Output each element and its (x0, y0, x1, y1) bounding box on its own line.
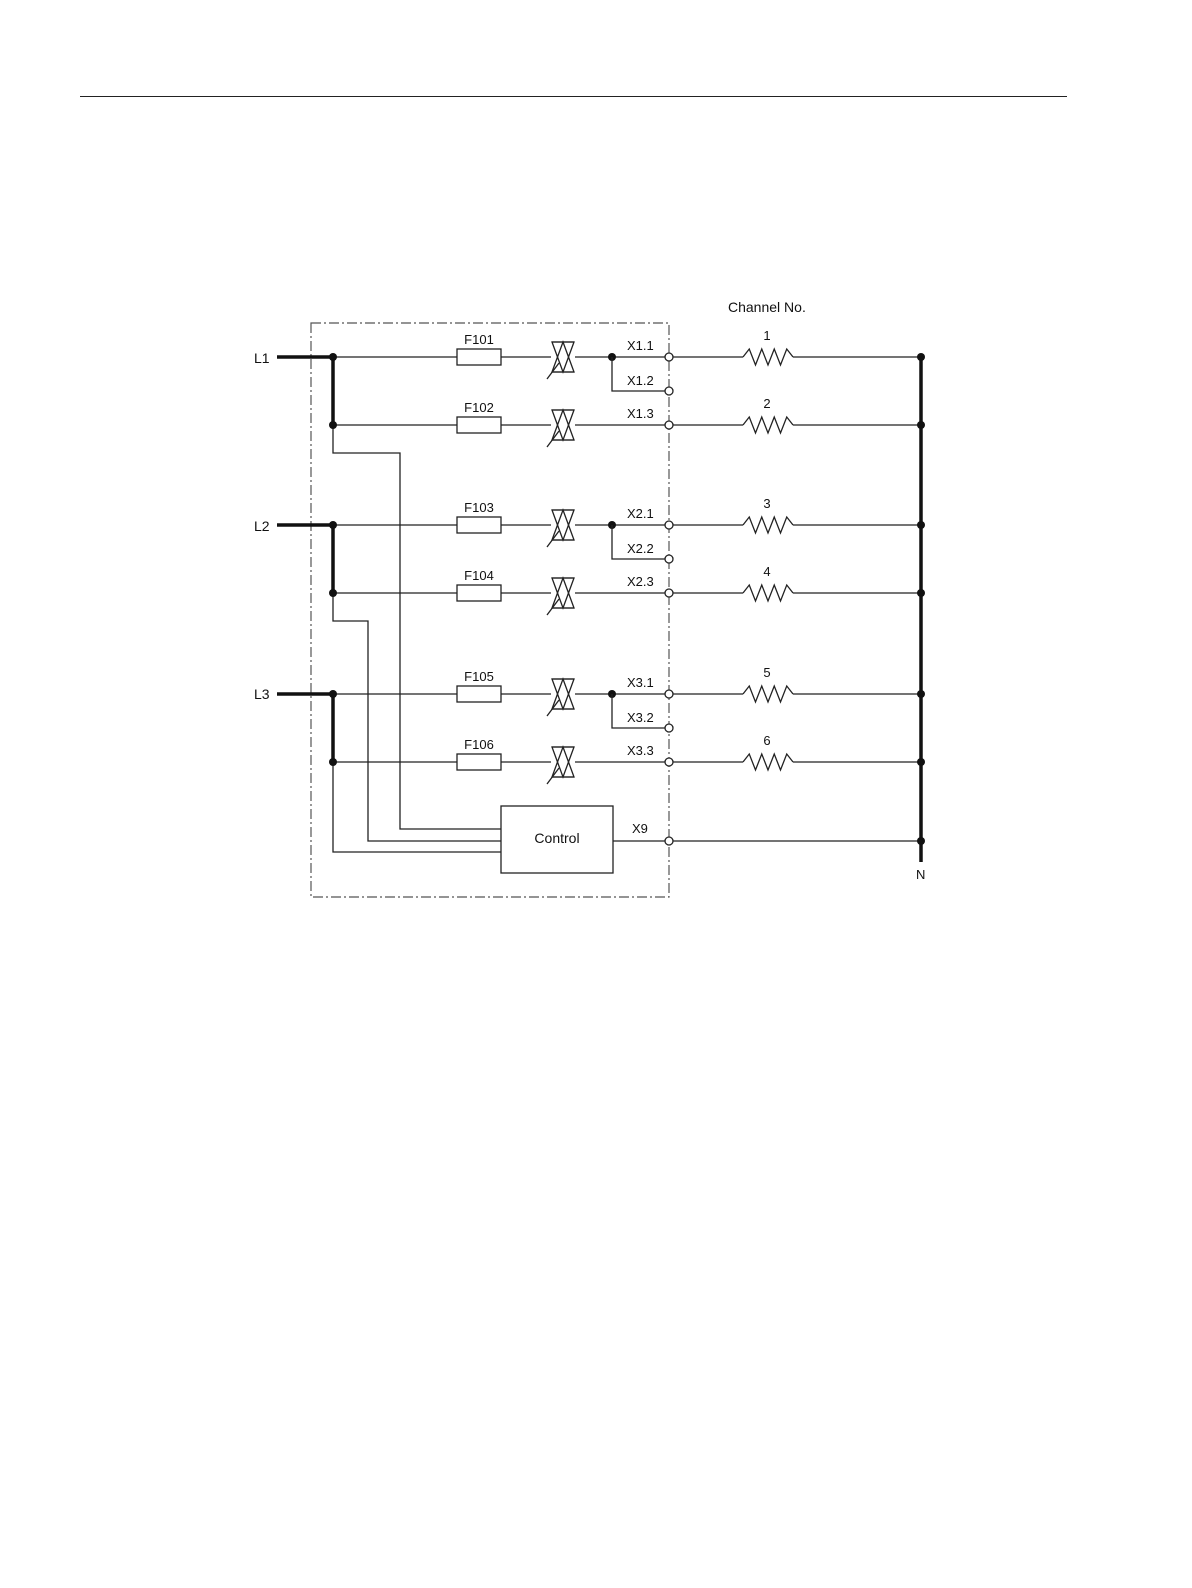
channel-row: F106 X3.3 6 (329, 733, 925, 784)
channel-number: 3 (763, 496, 770, 511)
junction-dot (329, 353, 337, 361)
channel-number: 4 (763, 564, 770, 579)
control-label: Control (534, 830, 579, 846)
terminal-label: X1.3 (627, 406, 654, 421)
supply-L2: L2 (254, 518, 333, 593)
terminal-icon (665, 353, 673, 361)
control-feed-wires (333, 425, 501, 852)
control-unit: Control X9 (501, 806, 925, 873)
junction-dot (329, 690, 337, 698)
supply-L1: L1 (254, 350, 333, 425)
fuse-label: F104 (464, 568, 494, 583)
terminal-icon (665, 758, 673, 766)
terminal-label: X2.3 (627, 574, 654, 589)
extra-terminal-label: X1.2 (627, 373, 654, 388)
channel-number: 5 (763, 665, 770, 680)
channel-row: F103 X2.1X2.2 3 (329, 496, 925, 563)
fuse-label: F102 (464, 400, 494, 415)
channel-header: Channel No. (728, 299, 806, 315)
neutral-junction-dot (917, 353, 925, 361)
terminal-x9 (665, 837, 673, 845)
channel-number: 2 (763, 396, 770, 411)
terminal-label: X1.1 (627, 338, 654, 353)
neutral-junction-dot (917, 589, 925, 597)
neutral-junction-dot (917, 758, 925, 766)
terminal-icon (665, 521, 673, 529)
terminal-icon (665, 555, 673, 563)
terminal-icon (665, 387, 673, 395)
supply-label: L2 (254, 518, 270, 534)
channel-number: 1 (763, 328, 770, 343)
junction-dot (329, 758, 337, 766)
terminal-label: X2.1 (627, 506, 654, 521)
terminal-icon (665, 724, 673, 732)
supply-label: L1 (254, 350, 270, 366)
channel-row: F102 X1.3 2 (329, 396, 925, 447)
fuse-label: F103 (464, 500, 494, 515)
fuse-label: F105 (464, 669, 494, 684)
channel-row: F104 X2.3 4 (329, 564, 925, 615)
fuse-icon (457, 349, 501, 365)
fuse-icon (457, 417, 501, 433)
extra-terminal-label: X3.2 (627, 710, 654, 725)
junction-dot (329, 589, 337, 597)
fuse-icon (457, 754, 501, 770)
thyristor-icon (547, 747, 575, 784)
supply-label: L3 (254, 686, 270, 702)
channel-number: 6 (763, 733, 770, 748)
junction-dot (329, 521, 337, 529)
channel-row: F101 X1.1X1.2 1 (329, 328, 925, 395)
supply-L3: L3 (254, 686, 333, 762)
control-terminal-label: X9 (632, 821, 648, 836)
thyristor-icon (547, 510, 575, 547)
thyristor-icon (547, 342, 575, 379)
terminal-label: X3.1 (627, 675, 654, 690)
fuse-icon (457, 517, 501, 533)
junction-dot (329, 421, 337, 429)
thyristor-icon (547, 679, 575, 716)
neutral-junction-dot (917, 421, 925, 429)
fuse-icon (457, 585, 501, 601)
terminal-icon (665, 690, 673, 698)
fuse-label: F101 (464, 332, 494, 347)
extra-terminal-label: X2.2 (627, 541, 654, 556)
thyristor-icon (547, 578, 575, 615)
fuse-label: F106 (464, 737, 494, 752)
terminal-icon (665, 421, 673, 429)
terminal-label: X3.3 (627, 743, 654, 758)
thyristor-icon (547, 410, 575, 447)
neutral-label: N (916, 867, 925, 882)
neutral-junction-dot (917, 521, 925, 529)
fuse-icon (457, 686, 501, 702)
neutral-junction-dot (917, 690, 925, 698)
channel-row: F105 X3.1X3.2 5 (329, 665, 925, 732)
terminal-icon (665, 589, 673, 597)
